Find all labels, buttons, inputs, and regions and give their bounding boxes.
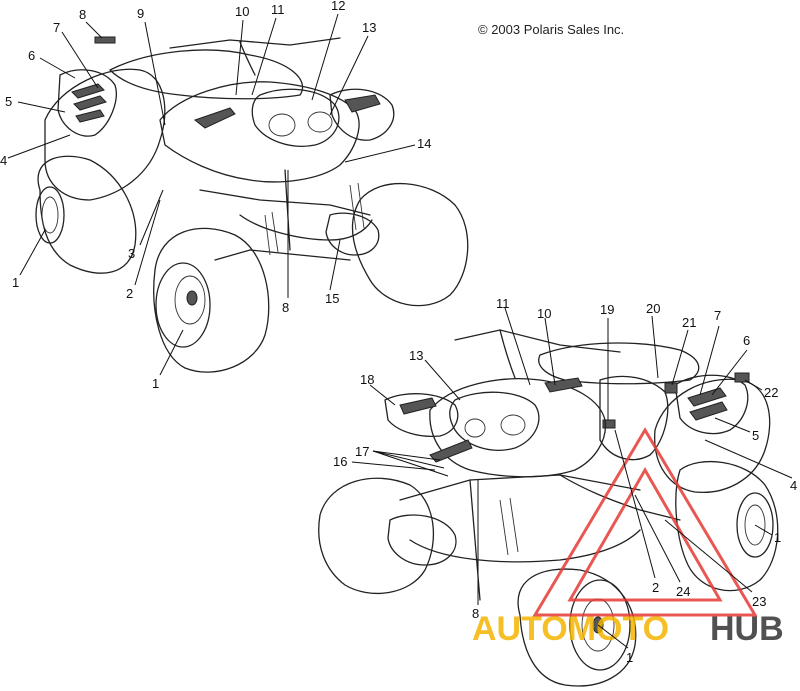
callout-number: 1 [774,530,781,545]
callout-number: 20 [646,301,660,316]
callout-number: 1 [12,275,19,290]
callout-number: 11 [271,2,285,17]
callout-number: 10 [537,306,551,321]
callout-number: 8 [79,7,86,22]
watermark-text-part2: HUB [710,610,784,648]
callout-number: 5 [752,428,759,443]
atv-top-drawing [35,36,469,373]
copyright-notice: © 2003 Polaris Sales Inc. [478,22,624,37]
callout-number: 18 [360,372,374,387]
callout-number: 24 [676,584,690,599]
callout-number: 13 [362,20,376,35]
callout-number: 3 [128,246,135,261]
callout-number: 15 [325,291,339,306]
callout-number: 7 [53,20,60,35]
callout-number: 1 [626,650,633,665]
callout-number: 2 [652,580,659,595]
callout-number: 2 [126,286,133,301]
callout-number: 12 [331,0,345,13]
callout-number: 8 [282,300,289,315]
callouts-bottom: 1 1 2 4 5 6 7 8 10 11 13 16 [333,296,797,665]
callout-number: 10 [235,4,249,19]
callout-number: 22 [764,385,778,400]
callout-number: 14 [417,136,431,151]
callout-number: 6 [28,48,35,63]
watermark-text-part1: AUTOMOTO [472,610,669,648]
callout-number: 16 [333,454,347,469]
callout-number: 6 [743,333,750,348]
callout-number: 1 [152,376,159,391]
callout-number: 4 [790,478,797,493]
callout-number: 19 [600,302,614,317]
callout-number: 21 [682,315,696,330]
callouts-top: 1 1 2 3 4 5 6 7 8 8 9 10 11 [0,0,431,391]
callout-number: 8 [472,606,479,621]
callout-number: 7 [714,308,721,323]
callout-number: 9 [137,6,144,21]
callout-number: 13 [409,348,423,363]
callout-number: 11 [496,296,510,311]
callout-number: 17 [355,444,369,459]
callout-number: 4 [0,153,7,168]
callout-number: 23 [752,594,766,609]
callout-number: 5 [5,94,12,109]
